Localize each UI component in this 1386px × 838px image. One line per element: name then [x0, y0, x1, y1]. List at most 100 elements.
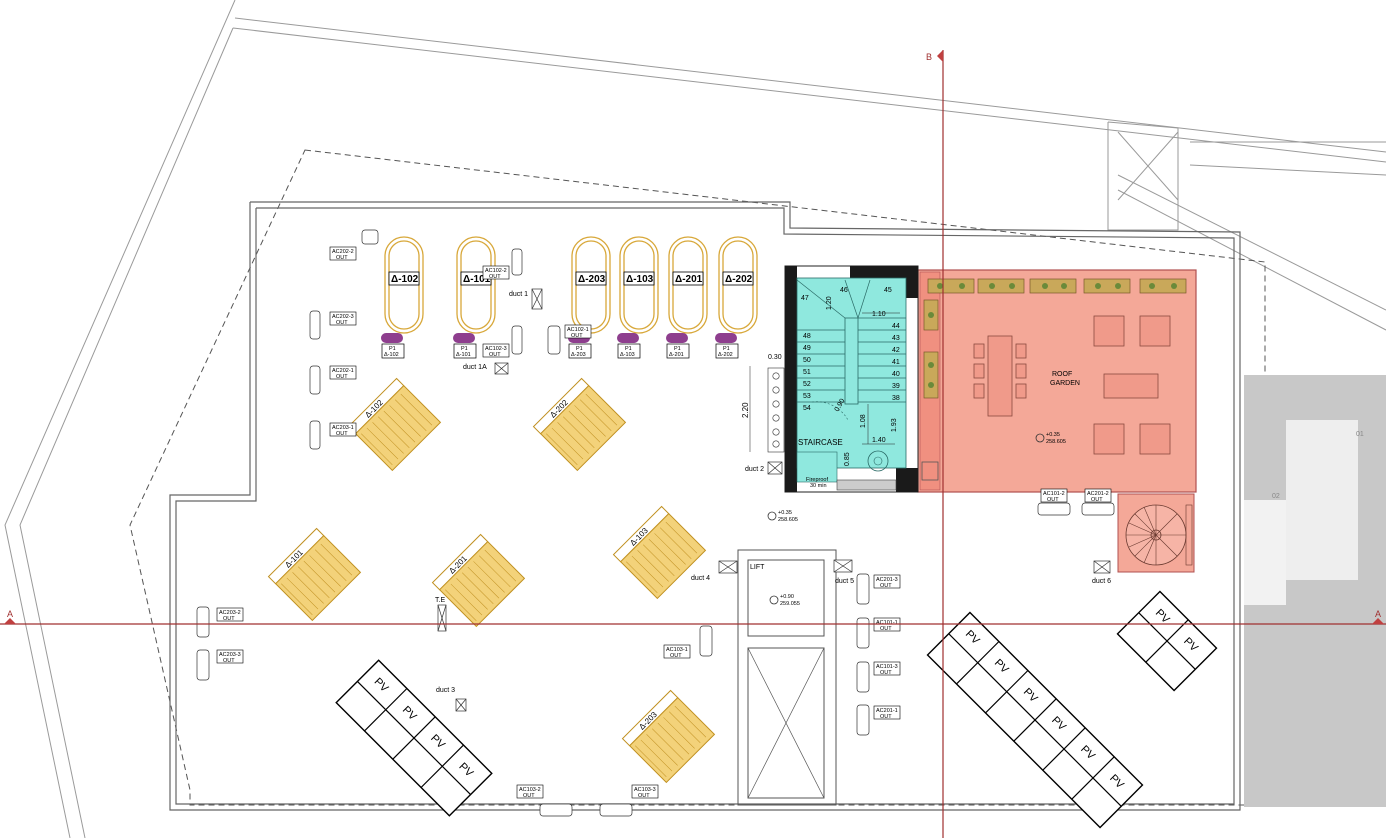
svg-text:OUT: OUT	[489, 352, 501, 358]
ducts	[437, 288, 1111, 712]
lift-core: LIFT +0.90 259.055	[737, 549, 837, 806]
axis-b-label: B	[926, 52, 932, 62]
step-43: 43	[892, 335, 900, 342]
step-45: 45	[884, 287, 892, 294]
roof-garden: ROOF GARDEN +0.35 258.605	[917, 269, 1197, 493]
svg-text:OUT: OUT	[336, 255, 348, 261]
grid-axis-a: A A	[0, 609, 1386, 625]
step-48: 48	[803, 333, 811, 340]
collector-1: Δ-102	[347, 377, 442, 472]
collector-6: Δ-203	[621, 689, 716, 784]
duct-4	[718, 560, 738, 574]
main-level-marker: +0.35 258.605	[767, 510, 798, 523]
grid-axis-b: B	[926, 50, 944, 838]
duct-label-4: duct 4	[691, 575, 710, 582]
collector-5: Δ-103	[612, 505, 707, 600]
svg-text:P1: P1	[461, 346, 468, 352]
duct-label-2: duct 2	[745, 466, 764, 473]
step-53: 53	[803, 393, 811, 400]
svg-text:AC101-2: AC101-2	[1043, 491, 1065, 497]
step-52: 52	[803, 381, 811, 388]
svg-text:Δ-201: Δ-201	[669, 352, 684, 358]
electrical-panels	[767, 367, 785, 453]
pv-array-right: PV PV	[1116, 590, 1218, 692]
svg-text:P1: P1	[576, 346, 583, 352]
lift-level-marker: +0.90 259.055	[769, 594, 800, 607]
fireproof-label-2: 30 min	[810, 483, 827, 489]
pv-array-left: PV PV PV PV	[335, 659, 493, 817]
pump-4: P1Δ-103	[617, 333, 641, 359]
svg-text:AC202-1: AC202-1	[332, 368, 354, 374]
step-49: 49	[803, 345, 811, 352]
axis-a-right-label: A	[1375, 609, 1381, 619]
step-51: 51	[803, 369, 811, 376]
svg-text:OUT: OUT	[670, 653, 682, 659]
svg-text:OUT: OUT	[571, 333, 583, 339]
svg-text:+0.90: +0.90	[780, 594, 794, 600]
dim-030: 0.30	[768, 354, 782, 361]
svg-text:AC203-1: AC203-1	[332, 425, 354, 431]
dim-220: 2.20	[741, 402, 750, 418]
svg-text:Δ-101: Δ-101	[456, 352, 471, 358]
svg-text:OUT: OUT	[1091, 497, 1103, 503]
tank-label-3: Δ-203	[578, 274, 606, 285]
adjacent-building: 01 02	[1244, 375, 1386, 807]
svg-text:P1: P1	[723, 346, 730, 352]
svg-text:OUT: OUT	[489, 274, 501, 280]
svg-text:OUT: OUT	[223, 616, 235, 622]
duct-3	[455, 698, 467, 712]
adjacent-label-01: 01	[1356, 431, 1364, 438]
collector-3: Δ-101	[267, 527, 362, 622]
duct-1a	[494, 362, 509, 375]
duct-label-3: duct 3	[436, 687, 455, 694]
svg-text:OUT: OUT	[638, 793, 650, 799]
svg-text:+0.35: +0.35	[778, 510, 792, 516]
dim-193: 1.93	[891, 418, 898, 432]
svg-text:AC102-1: AC102-1	[567, 327, 589, 333]
svg-text:OUT: OUT	[336, 320, 348, 326]
duct-label-6: duct 6	[1092, 578, 1111, 585]
svg-text:OUT: OUT	[223, 658, 235, 664]
roof-garden-label-1: ROOF	[1052, 371, 1072, 378]
parapet-wall	[169, 201, 1241, 811]
svg-text:OUT: OUT	[523, 793, 535, 799]
pump-5: P1Δ-201	[666, 333, 690, 359]
svg-text:P1: P1	[674, 346, 681, 352]
svg-text:258.605: 258.605	[1046, 439, 1066, 445]
duct-1	[531, 288, 543, 310]
svg-text:AC102-3: AC102-3	[485, 346, 507, 352]
spiral-staircase	[1117, 493, 1195, 573]
step-44: 44	[892, 323, 900, 330]
svg-text:AC103-3: AC103-3	[634, 787, 656, 793]
roof-outline-dashed	[129, 149, 1266, 806]
svg-text:AC201-2: AC201-2	[1087, 491, 1109, 497]
pv-array-center: PV PV PV PV PV PV	[926, 611, 1144, 829]
pump-1: P1Δ-102	[381, 333, 405, 359]
svg-text:P1: P1	[389, 346, 396, 352]
te-label: T.E	[435, 597, 445, 604]
pump-6: P1Δ-202	[715, 333, 739, 359]
dim-108: 1.08	[860, 414, 867, 428]
duct-labels: duct 1 duct 1A duct 2 duct 3 duct 4 duct…	[435, 291, 1111, 694]
step-47: 47	[801, 295, 809, 302]
accessibility-icon	[867, 450, 889, 472]
duct-label-5: duct 5	[835, 578, 854, 585]
svg-text:+0.35: +0.35	[1046, 432, 1060, 438]
step-40: 40	[892, 371, 900, 378]
step-50: 50	[803, 357, 811, 364]
duct-label-1a: duct 1A	[463, 364, 487, 371]
